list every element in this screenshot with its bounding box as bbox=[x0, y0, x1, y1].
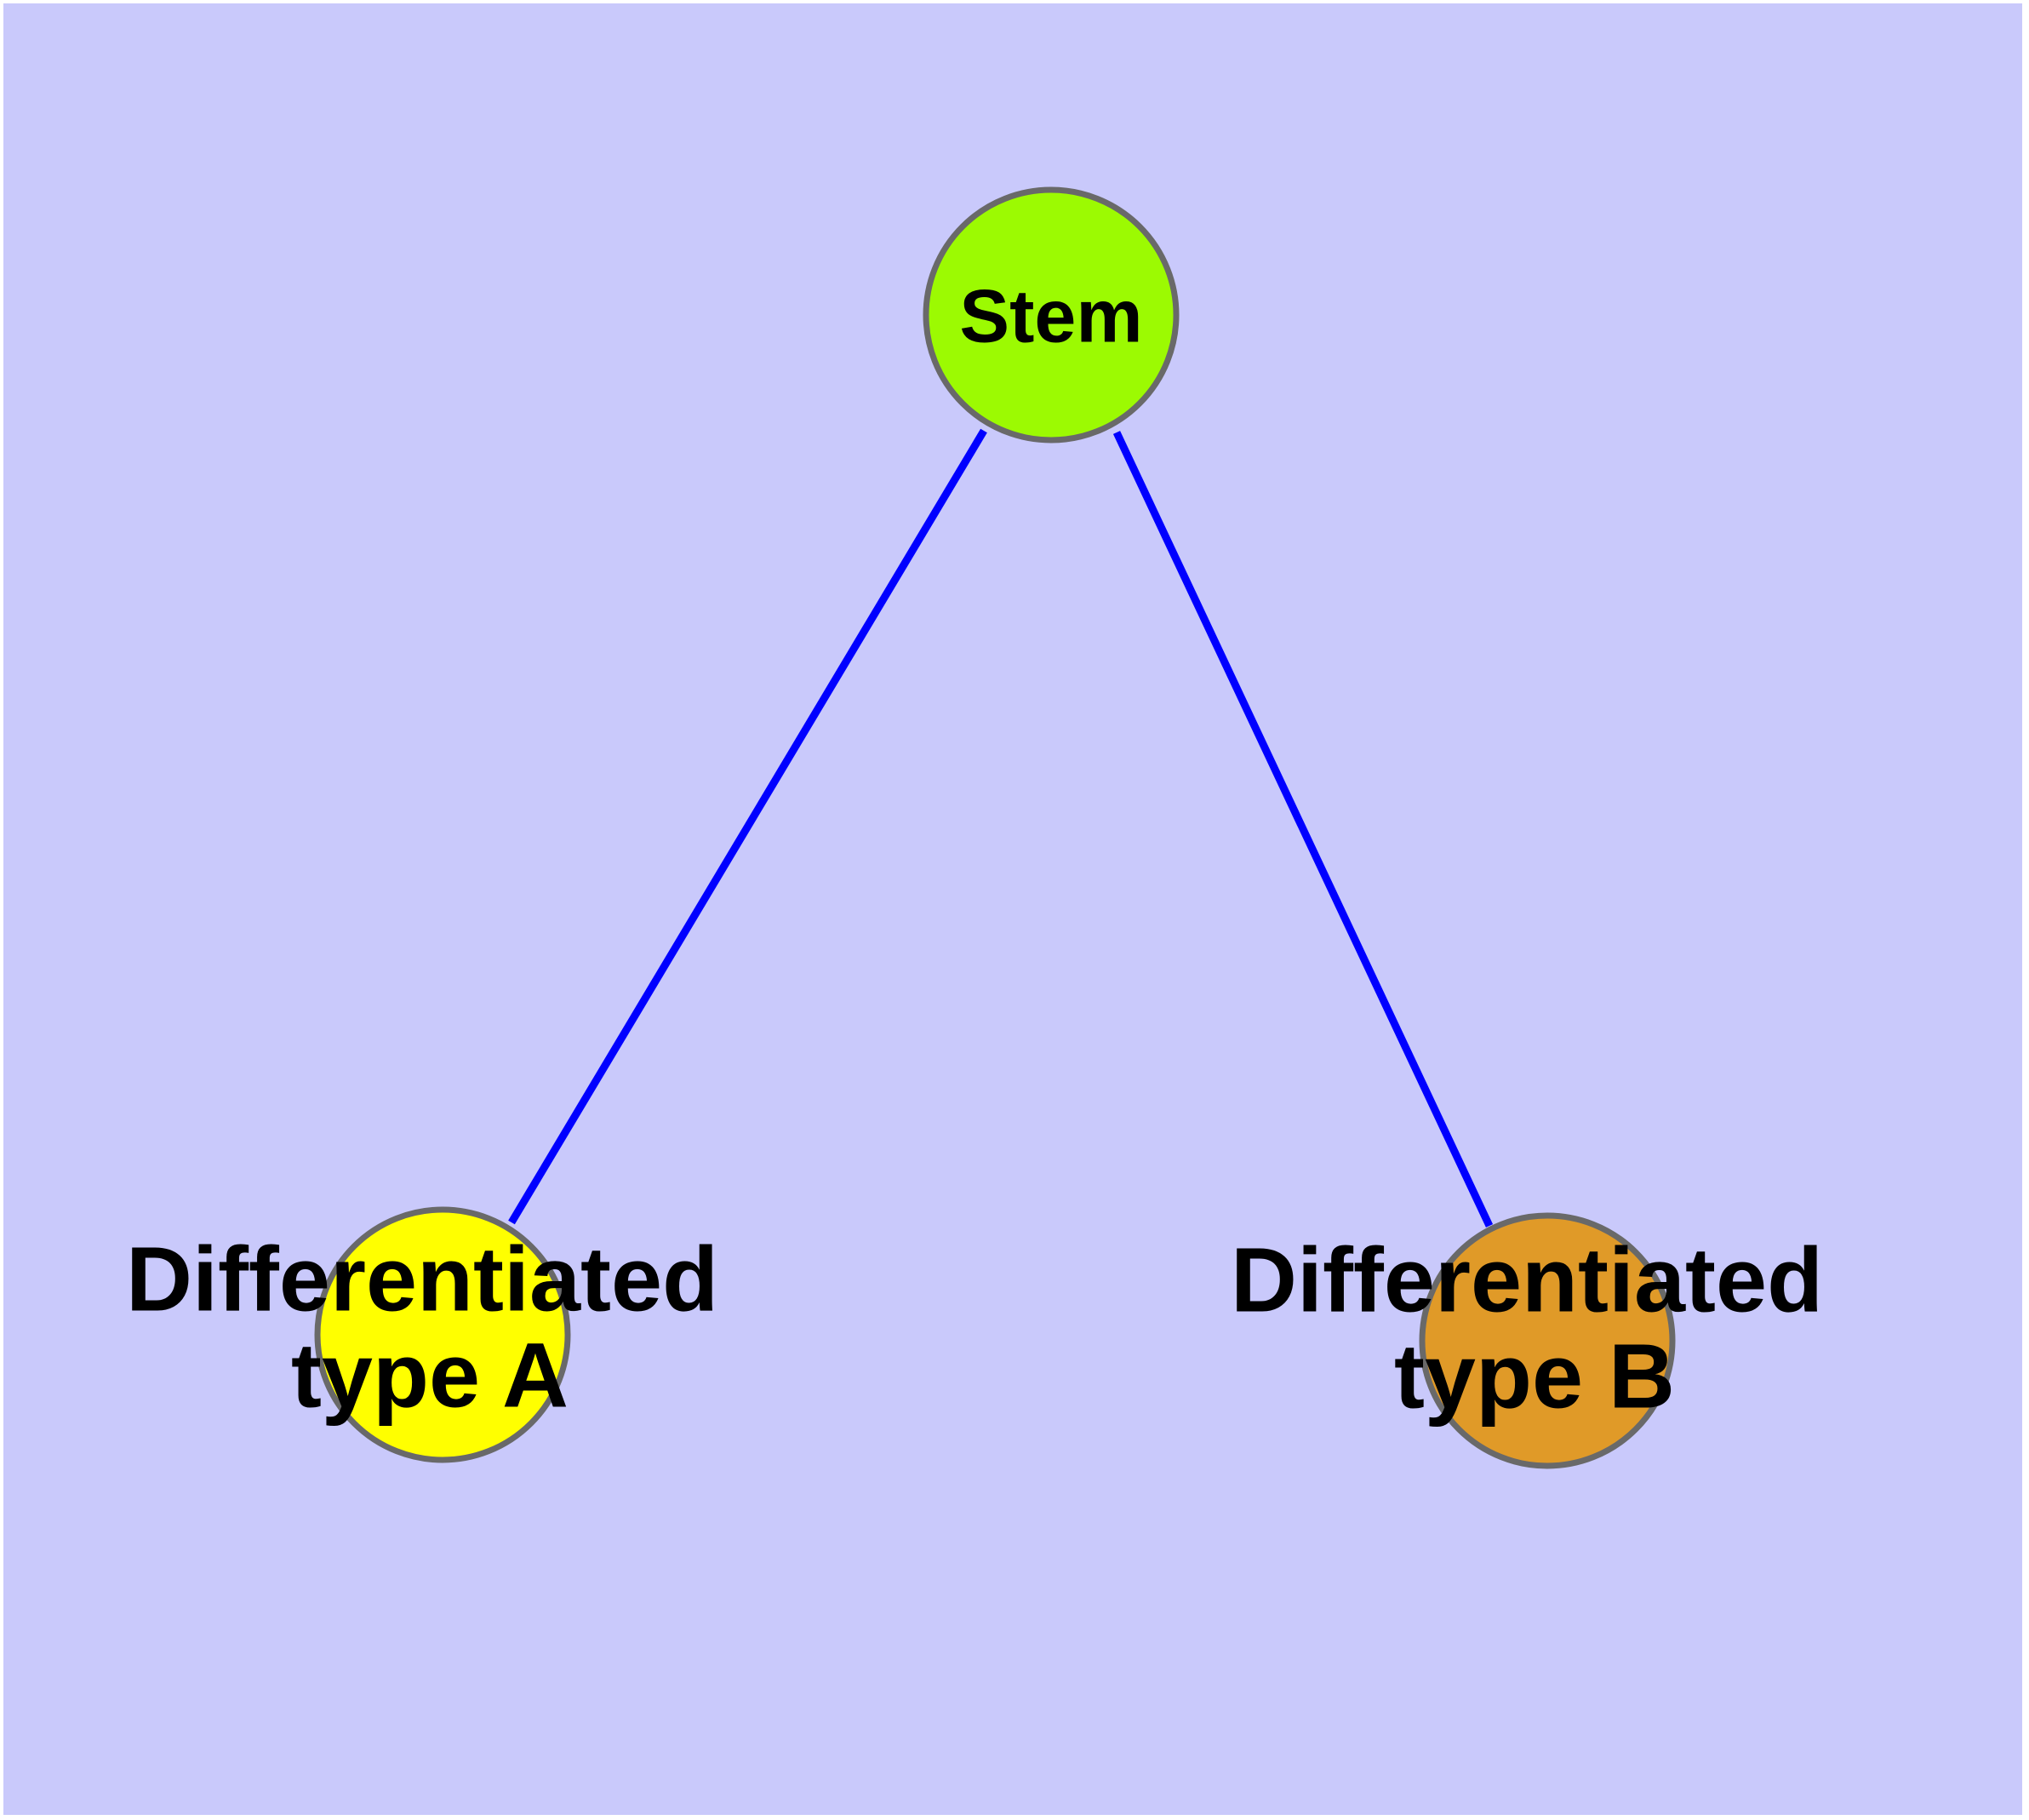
node-differentiated-type-b[interactable] bbox=[1419, 1212, 1676, 1469]
edge-stem-to-diff-b[interactable] bbox=[1112, 431, 1494, 1228]
node-differentiated-type-b-label-line1: Differentiated bbox=[1231, 1228, 1823, 1331]
node-stem-label: Stem bbox=[959, 273, 1142, 358]
node-layer: Stem bbox=[314, 186, 1676, 1469]
node-differentiated-type-a-label-line2: type A bbox=[291, 1324, 569, 1427]
outer-label-layer: Differentiated type A Differentiated typ… bbox=[126, 1228, 1823, 1428]
node-stem-circle[interactable] bbox=[923, 186, 1180, 444]
node-differentiated-type-a-circle[interactable] bbox=[314, 1206, 571, 1463]
node-differentiated-type-b-label-line2: type B bbox=[1394, 1325, 1675, 1428]
node-differentiated-type-a-label-line1: Differentiated bbox=[126, 1228, 718, 1331]
node-stem[interactable]: Stem bbox=[923, 186, 1180, 444]
edge-layer bbox=[508, 428, 1494, 1228]
node-differentiated-type-b-circle[interactable] bbox=[1419, 1212, 1676, 1469]
node-differentiated-type-a[interactable] bbox=[314, 1206, 571, 1463]
edge-stem-to-diff-a[interactable] bbox=[508, 428, 987, 1225]
